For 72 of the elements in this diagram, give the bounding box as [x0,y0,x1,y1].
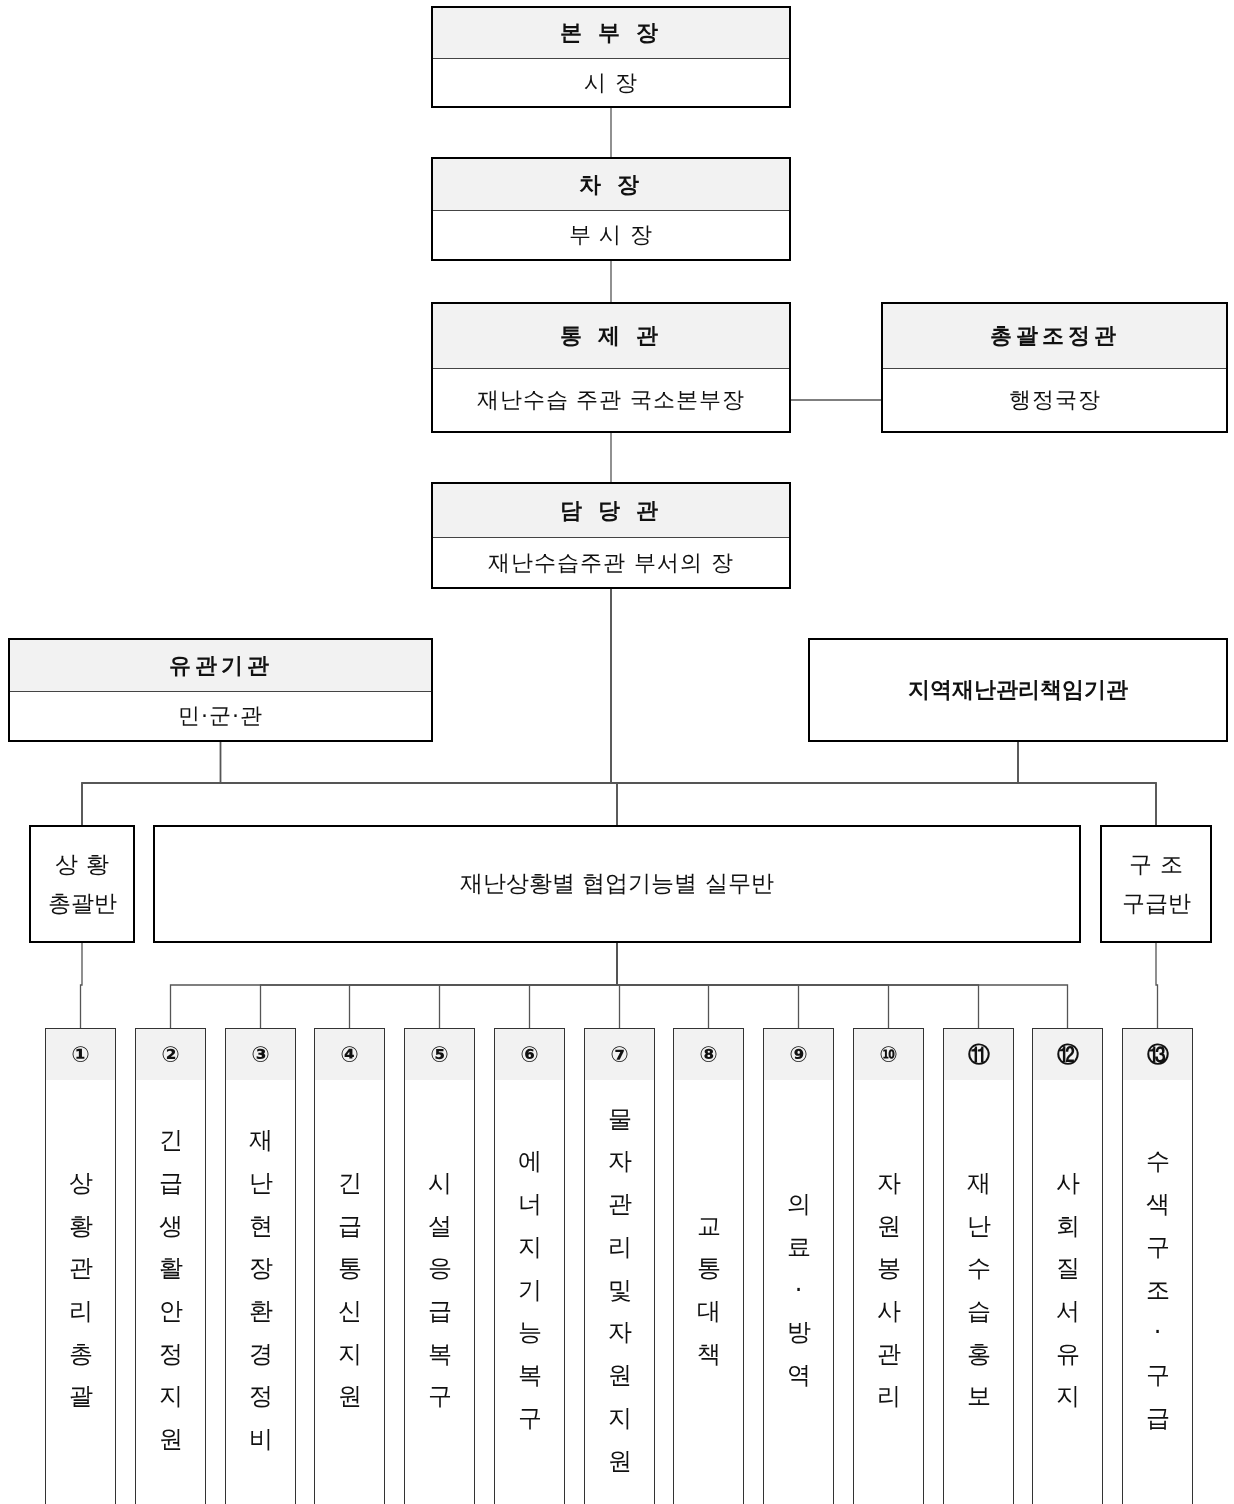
role-holder: 시 장 [584,68,638,97]
task-column [225,1028,296,1504]
circled-number: ⑪ [967,1040,990,1069]
circled-number: ⑨ [789,1042,808,1067]
task-column [404,1028,475,1504]
connector-line [1017,741,1157,826]
circled-number: ⑩ [879,1042,898,1067]
task-column [853,1028,924,1504]
task-column [763,1028,834,1504]
connector-line [610,432,612,483]
vertical-text: 긴급통신지원 [337,1167,362,1413]
role-title: 본 부 장 [560,19,662,47]
role-title: 총괄조정관 [989,322,1120,350]
vertical-text: 수색구조·구급 [1145,1146,1170,1434]
role-holder: 재난수습 주관 국소본부장 [476,386,746,414]
role-holder: 행정국장 [1008,386,1101,414]
task-column [673,1028,744,1504]
circled-number: ② [161,1042,180,1067]
org-box [808,638,1228,742]
role-holder: 재난수습주관 부서의 장 [488,548,734,577]
circled-number: ⑥ [520,1042,539,1067]
role-title: 통 제 관 [560,322,662,350]
vertical-text: 물자관리및자원지원 [607,1103,632,1477]
vertical-text: 긴급생활안정지원 [158,1125,183,1456]
circled-number: ⑬ [1146,1040,1169,1069]
task-column [314,1028,385,1504]
vertical-text: 교통대책 [696,1210,721,1370]
org-box [8,638,433,742]
connector-line [610,260,612,303]
org-box [431,302,791,433]
unit-name: 구 조 구급반 [1120,849,1192,918]
role-holder: 민·군·관 [178,702,263,730]
task-column [584,1028,655,1504]
vertical-text: 재난수습홍보 [966,1167,991,1413]
connector-line [1155,942,1159,1029]
vertical-text: 재난현장환경정비 [248,1125,273,1456]
vertical-text: 의료·방역 [786,1189,811,1392]
role-title: 차 장 [579,170,643,199]
vertical-text: 자원봉사관리 [876,1167,901,1413]
org-box [1100,825,1212,943]
vertical-text: 시설응급복구 [427,1167,452,1413]
role-holder: 부 시 장 [568,221,654,249]
vertical-text: 에너지기능복구 [517,1146,542,1434]
circled-number: ④ [340,1042,359,1067]
org-box [29,825,135,943]
org-box [431,157,791,261]
connector-line [79,942,83,1029]
connector-line [790,399,882,401]
role-title: 담 당 관 [560,496,662,525]
org-box [431,6,791,108]
task-column [1032,1028,1103,1504]
task-column [943,1028,1014,1504]
vertical-text: 상황관리총괄 [68,1167,93,1413]
circled-number: ⑫ [1056,1040,1079,1069]
org-box [153,825,1081,943]
circled-number: ⑧ [699,1042,718,1067]
unit-name: 재난상황별 협업기능별 실무반 [460,869,774,899]
circled-number: ③ [251,1042,270,1067]
role-title: 유관기관 [168,651,273,680]
circled-number: ⑤ [430,1042,449,1067]
org-box [881,302,1228,433]
task-column [494,1028,565,1504]
connector-line [610,107,612,158]
circled-number: ① [71,1042,90,1067]
vertical-text: 사회질서유지 [1055,1167,1080,1413]
circled-number: ⑦ [610,1042,629,1067]
org-box [431,482,791,589]
unit-name: 상 황 총괄반 [46,849,118,918]
task-column [135,1028,206,1504]
unit-name: 지역재난관리책임기관 [908,676,1128,705]
task-column [45,1028,116,1504]
task-column [1122,1028,1193,1504]
